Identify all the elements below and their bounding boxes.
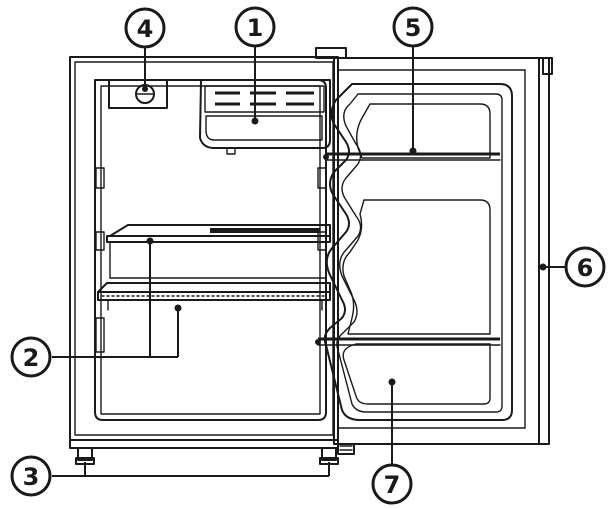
- leader-lines: [52, 46, 565, 477]
- door-liner: [323, 83, 513, 421]
- callout-7-label: 7: [384, 471, 401, 499]
- interior-liner: [94, 79, 327, 421]
- evaporator-body: [199, 79, 331, 149]
- shelf-support-left-lower: [95, 317, 105, 353]
- callout-6-label: 6: [577, 254, 594, 282]
- door-hinge-top: [315, 47, 347, 59]
- shelf-lower-front: [97, 291, 331, 301]
- thermostat-housing: [108, 79, 168, 109]
- callout-7: 7: [371, 463, 413, 505]
- callout-1: 1: [234, 6, 276, 48]
- thermostat: [108, 79, 168, 109]
- door-bin-upper: [323, 152, 501, 161]
- callout-3: 3: [10, 455, 52, 497]
- callout-4: 4: [124, 7, 166, 49]
- callout-6: 6: [564, 246, 606, 288]
- door: [315, 47, 553, 455]
- shelf-lower-back: [97, 282, 331, 293]
- leveling-feet: [75, 447, 339, 465]
- callout-1-label: 1: [247, 14, 264, 42]
- door-edge: [538, 57, 550, 445]
- callout-4-label: 4: [137, 15, 154, 43]
- callout-3-label: 3: [23, 463, 40, 491]
- foot-right: [321, 447, 337, 461]
- evaporator: [199, 79, 331, 155]
- door-bin-lower: [315, 337, 501, 346]
- door-panel: [333, 57, 540, 445]
- door-liner-outer: [323, 83, 513, 421]
- foot-left: [77, 447, 93, 461]
- shelf-lower: [97, 282, 331, 311]
- callout-5: 5: [392, 6, 434, 48]
- shelf-support-right-upper: [317, 167, 327, 189]
- callout-2: 2: [10, 336, 52, 378]
- callout-5-label: 5: [405, 14, 422, 42]
- shelf-support-left-mid: [95, 231, 105, 251]
- shelf-upper: [106, 224, 331, 279]
- cabinet-inner-edge: [74, 61, 334, 436]
- interior-liner-inner: [100, 85, 321, 415]
- callout-2-label: 2: [23, 344, 40, 372]
- door-hinge-bottom: [337, 443, 355, 455]
- shelf-upper-front: [106, 235, 331, 243]
- base-plate: [69, 439, 339, 449]
- shelf-support-left-upper: [95, 167, 105, 189]
